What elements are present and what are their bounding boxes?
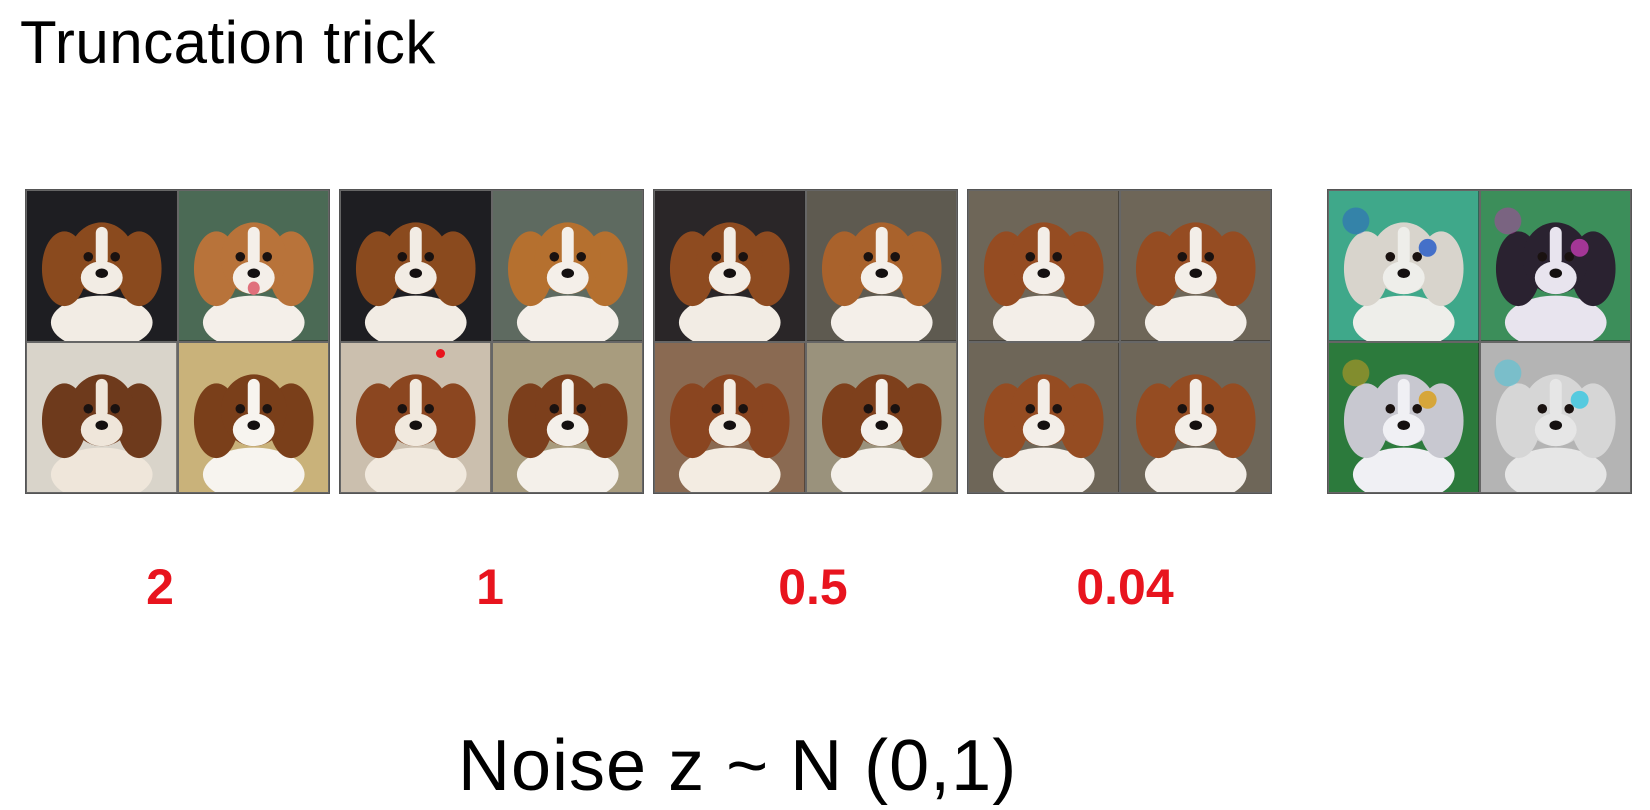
dog-illustration — [969, 191, 1119, 341]
dog-illustration — [492, 191, 642, 341]
dog-illustration — [806, 191, 956, 341]
dog-illustration — [1329, 191, 1479, 341]
dog-illustration — [1120, 342, 1270, 492]
dog-illustration — [341, 342, 491, 492]
generated-sample-image — [1119, 190, 1271, 342]
dog-illustration — [655, 191, 805, 341]
truncation-value-0-5: 0.5 — [778, 559, 848, 615]
generated-sample-image — [654, 341, 806, 493]
noise-formula: Noise z ~ N (0,1) — [458, 726, 1018, 806]
generated-sample-image — [491, 341, 643, 493]
sample-grid-trunc-0-04 — [967, 189, 1272, 494]
generated-sample-image — [26, 190, 178, 342]
dog-illustration — [969, 342, 1119, 492]
dog-illustration — [1480, 191, 1630, 341]
dog-illustration — [806, 342, 956, 492]
dog-illustration — [492, 342, 642, 492]
generated-sample-image — [654, 190, 806, 342]
dog-illustration — [341, 191, 491, 341]
truncation-value-1: 1 — [476, 559, 504, 615]
sample-grid-out-of-distribution — [1327, 189, 1632, 494]
generated-sample-image — [1479, 190, 1631, 342]
slide-title: Truncation trick — [20, 9, 436, 76]
sample-grid-trunc-1 — [339, 189, 644, 494]
dog-illustration — [178, 342, 328, 492]
truncation-value-0-04: 0.04 — [1076, 559, 1174, 615]
generated-sample-image — [1119, 341, 1271, 493]
laser-pointer-dot — [436, 349, 445, 358]
generated-sample-image — [1479, 341, 1631, 493]
generated-sample-image — [177, 341, 329, 493]
truncation-value-2: 2 — [146, 559, 174, 615]
dog-illustration — [1480, 342, 1630, 492]
generated-sample-image — [805, 190, 957, 342]
dog-illustration — [655, 342, 805, 492]
dog-illustration — [1329, 342, 1479, 492]
dog-illustration — [178, 191, 328, 341]
generated-sample-image — [1328, 190, 1480, 342]
sample-grid-trunc-2 — [25, 189, 330, 494]
generated-sample-image — [968, 341, 1120, 493]
generated-sample-image — [26, 341, 178, 493]
dog-illustration — [1120, 191, 1270, 341]
generated-sample-image — [340, 190, 492, 342]
generated-sample-image — [177, 190, 329, 342]
generated-sample-image — [491, 190, 643, 342]
dog-illustration — [27, 191, 177, 341]
generated-sample-image — [805, 341, 957, 493]
generated-sample-image — [340, 341, 492, 493]
sample-grid-trunc-0-5 — [653, 189, 958, 494]
generated-sample-image — [968, 190, 1120, 342]
dog-illustration — [27, 342, 177, 492]
generated-sample-image — [1328, 341, 1480, 493]
